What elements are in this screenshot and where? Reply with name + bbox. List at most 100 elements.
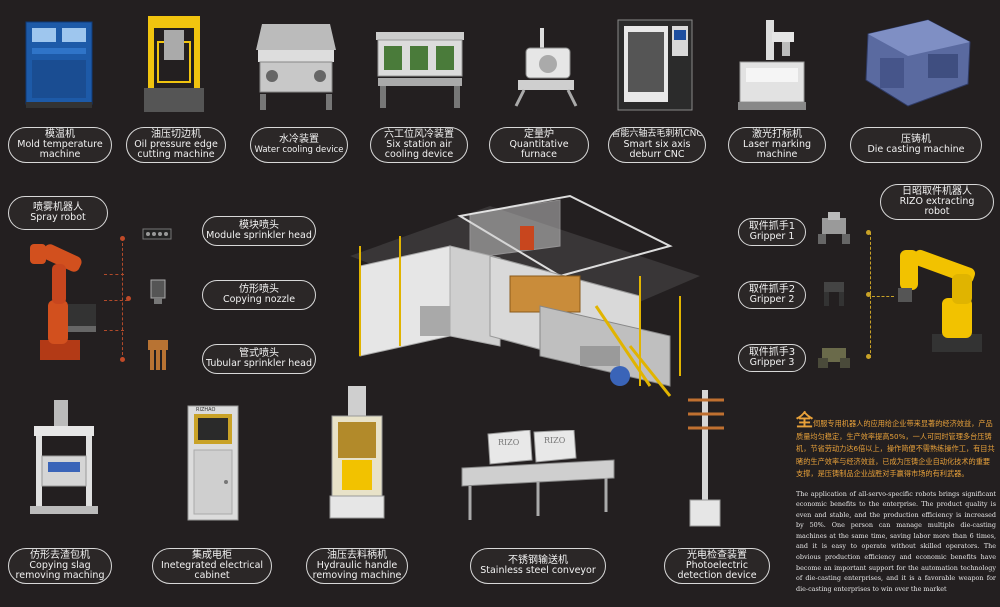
- label-en-line2: furnace: [520, 149, 557, 161]
- label-en-line2: detection device: [677, 570, 757, 582]
- copying-slag-removing-machine-image: [24, 396, 104, 520]
- label-zh: 仿形喷头: [239, 283, 279, 295]
- label-en-line2: robot: [924, 206, 950, 218]
- label-zh: 模温机: [45, 128, 75, 140]
- label-en: Gripper 1: [749, 231, 795, 243]
- quantitative-furnace-image: [508, 24, 582, 108]
- label-zh: 油压切边机: [151, 128, 201, 140]
- gripper-2-image: [818, 278, 850, 308]
- label-zh: 油压去料柄机: [327, 549, 387, 561]
- label-zh: 取件抓手3: [748, 346, 796, 358]
- conveyor-brand-left: RIZO: [498, 438, 520, 447]
- water-cooling-device-image: [252, 14, 340, 114]
- left-connector-vertical: [122, 238, 123, 360]
- label-oil-pressure-edge-cutting-machine: 油压切边机 Oil pressure edge cutting machine: [126, 127, 226, 163]
- label-zh: 定量炉: [524, 128, 554, 140]
- label-en-line1: Smart six axis: [623, 138, 691, 150]
- die-casting-machine-image: [858, 14, 978, 114]
- label-copying-slag-removing-machine: 仿形去渣包机 Copying slag removing maching: [8, 548, 112, 584]
- label-quantitative-furnace: 定量炉 Quantitative furnace: [489, 127, 589, 163]
- label-en-line2: deburr CNC: [629, 148, 685, 160]
- label-en-line1: Stainless steel conveyor: [480, 565, 596, 577]
- label-zh: 喷雾机器人: [33, 201, 83, 213]
- rizo-extracting-robot-image: [892, 228, 998, 356]
- label-gripper-2: 取件抓手2 Gripper 2: [738, 281, 806, 309]
- label-en-line1: Quantitative: [509, 139, 569, 151]
- label-en-line1: Hydraulic handle: [316, 560, 398, 572]
- cabinet-brand-text: RIZHAO: [196, 407, 216, 413]
- label-zh: 光电检查装置: [687, 549, 747, 561]
- label-six-axis-deburr-cnc: 智能六轴去毛刺机CNC Smart six axis deburr CNC: [608, 127, 706, 163]
- label-en-line1: Six station air: [386, 139, 452, 151]
- label-six-station-air-cooling-device: 六工位风冷装置 Six station air cooling device: [370, 127, 468, 163]
- right-connector-robot: [872, 296, 894, 297]
- module-sprinkler-head-image: [142, 226, 172, 242]
- left-connector-top: [104, 274, 124, 275]
- label-module-sprinkler-head: 模块喷头 Module sprinkler head: [202, 216, 316, 246]
- label-integrated-electrical-cabinet: 集成电柜 Inetegrated electrical cabinet: [152, 548, 272, 584]
- copying-nozzle-image: [148, 278, 168, 306]
- label-en-line2: removing maching: [15, 570, 105, 582]
- label-en: Gripper 2: [749, 294, 795, 306]
- label-laser-marking-machine: 激光打标机 Laser marking machine: [728, 127, 826, 163]
- label-zh: 集成电柜: [192, 549, 232, 561]
- label-en: Tubular sprinkler head: [206, 358, 312, 370]
- label-en: Copying nozzle: [222, 294, 296, 306]
- label-zh: 六工位风冷装置: [384, 128, 454, 140]
- right-connector-dot-2: [866, 292, 871, 297]
- label-hydraulic-handle-removing-machine: 油压去料柄机 Hydraulic handle removing machine: [306, 548, 408, 584]
- gripper-3-image: [816, 342, 852, 372]
- label-en-line1: RIZO extracting: [899, 196, 975, 208]
- label-zh: 仿形去渣包机: [30, 549, 90, 561]
- label-en-line1: Mold temperature: [17, 139, 103, 151]
- six-station-air-cooling-device-image: [370, 20, 470, 112]
- laser-marking-machine-image: [732, 14, 812, 114]
- label-en-line2: cutting machine: [137, 149, 215, 161]
- description-english: The application of all-servo-specific ro…: [796, 489, 996, 593]
- mold-temperature-machine-image: [22, 18, 96, 110]
- label-zh: 压铸机: [901, 133, 931, 145]
- die-casting-production-line-image: [340, 186, 706, 410]
- spray-robot-image: [22, 240, 100, 364]
- label-en-line1: Photoelectric: [685, 560, 749, 572]
- label-en-line2: machine: [39, 149, 81, 161]
- label-en: Gripper 3: [749, 357, 795, 369]
- label-gripper-1: 取件抓手1 Gripper 1: [738, 218, 806, 246]
- description-chinese-body: 伺服专用机器人的应用给企业带来显著的经济效益，产品质量均匀稳定，生产效率提高50…: [796, 419, 995, 478]
- tubular-sprinkler-head-image: [144, 338, 172, 374]
- label-zh: 不锈钢输送机: [508, 554, 568, 566]
- description-block: 全伺服专用机器人的应用给企业带来显著的经济效益，产品质量均匀稳定，生产效率提高5…: [796, 411, 996, 594]
- label-en-line1: Oil pressure edge: [134, 139, 218, 151]
- label-zh: 取件抓手2: [748, 283, 796, 295]
- description-chinese-initial: 全: [796, 411, 813, 431]
- label-copying-nozzle: 仿形喷头 Copying nozzle: [202, 280, 316, 310]
- label-zh: 智能六轴去毛刺机CNC: [611, 129, 703, 140]
- stainless-steel-conveyor-image: RIZO RIZO: [458, 430, 618, 524]
- label-en: Spray robot: [30, 212, 86, 224]
- left-connector-dot-1: [120, 236, 125, 241]
- label-spray-robot: 喷雾机器人 Spray robot: [8, 196, 108, 230]
- left-connector-dot-3: [120, 357, 125, 362]
- label-zh: 日昭取件机器人: [902, 185, 972, 197]
- label-stainless-steel-conveyor: 不锈钢输送机 Stainless steel conveyor: [470, 548, 606, 584]
- photoelectric-detection-device-image: [680, 386, 732, 536]
- description-chinese: 全伺服专用机器人的应用给企业带来显著的经济效益，产品质量均匀稳定，生产效率提高5…: [796, 411, 996, 481]
- label-tubular-sprinkler-head: 管式喷头 Tubular sprinkler head: [202, 344, 316, 374]
- label-en-line2: removing machine: [312, 570, 402, 582]
- oil-pressure-edge-cutting-machine-image: [138, 12, 210, 116]
- conveyor-brand-right: RIZO: [544, 436, 566, 445]
- label-zh: 激光打标机: [752, 128, 802, 140]
- label-en-line1: Copying slag: [29, 560, 91, 572]
- label-zh: 水冷装置: [279, 134, 319, 146]
- label-en-line1: Inetegrated electrical: [160, 560, 264, 572]
- left-connector-bot: [104, 330, 124, 331]
- right-connector-dot-1: [866, 230, 871, 235]
- gripper-1-image: [814, 210, 854, 246]
- label-zh: 取件抓手1: [748, 220, 796, 232]
- right-connector-dot-3: [866, 354, 871, 359]
- hydraulic-handle-removing-machine-image: [326, 382, 388, 524]
- label-en-line1: Die casting machine: [867, 144, 965, 156]
- label-water-cooling-device: 水冷装置 Water cooling device: [250, 127, 348, 163]
- label-rizo-extracting-robot: 日昭取件机器人 RIZO extracting robot: [880, 184, 994, 220]
- label-photoelectric-detection-device: 光电检查装置 Photoelectric detection device: [664, 548, 770, 584]
